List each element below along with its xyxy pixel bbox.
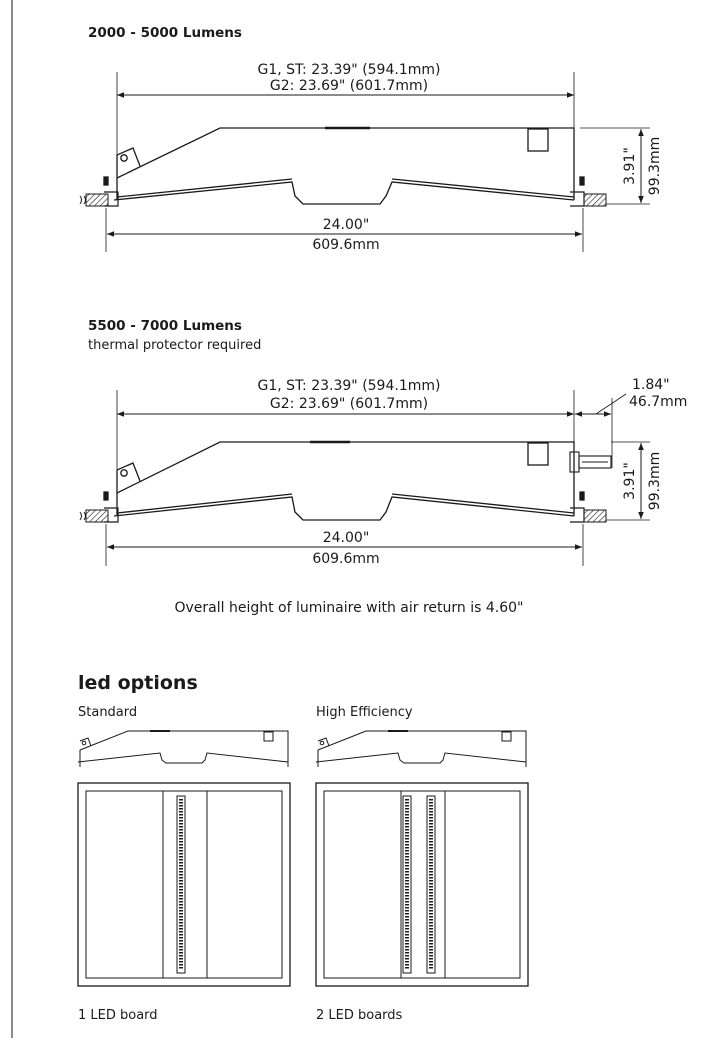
led-board-icon [426,795,436,974]
section2-protector-leader [595,393,627,415]
section2-protector-in: 1.84" [632,377,670,393]
section-5500-7000-lumens: 5500 - 7000 Lumens thermal protector req… [79,318,687,567]
air-return-note: Overall height of luminaire with air ret… [175,600,524,616]
section1-tee-grid-left [79,191,119,207]
high-efficiency-top-view [315,782,529,987]
thermal-protector-icon [569,451,612,473]
high-efficiency-profile-icon [315,730,527,767]
section2-tee-grid-left [79,507,119,523]
standard-profile-icon [77,730,289,767]
section1-dim-g2: G2: 23.69" (601.7mm) [270,78,428,94]
section2-dim-g1: G1, ST: 23.39" (594.1mm) [258,378,441,394]
high-efficiency-label: High Efficiency [316,705,413,720]
section2-height-mm: 99.3mm [647,452,663,510]
section1-title: 2000 - 5000 Lumens [88,25,242,41]
standard-label: Standard [78,705,137,720]
standard-caption: 1 LED board [78,1008,158,1023]
high-efficiency-caption: 2 LED boards [316,1008,403,1023]
section2-luminaire-profile [103,440,585,521]
led-board-icon [402,795,412,974]
section2-height-in: 3.91" [622,462,638,500]
section2-subtitle: thermal protector required [88,338,261,353]
standard-top-view [77,782,291,987]
section2-dim-g2: G2: 23.69" (601.7mm) [270,396,428,412]
section-2000-5000-lumens: 2000 - 5000 Lumens G1, ST: 23.39" (594.1… [79,25,663,253]
led-options-heading: led options [78,672,198,694]
section1-height-mm: 99.3mm [647,137,663,195]
led-options-section: led options Standard High Efficiency [77,672,529,1023]
section2-title: 5500 - 7000 Lumens [88,318,242,334]
led-board-icon [176,795,186,974]
section1-tee-grid-right [570,191,607,207]
section2-tee-grid-right [570,507,607,523]
section1-dim-g1: G1, ST: 23.39" (594.1mm) [258,62,441,78]
section1-width-mm: 609.6mm [312,237,379,253]
section2-width-in: 24.00" [323,530,370,546]
section2-protector-mm: 46.7mm [629,394,687,410]
section1-luminaire-profile [103,126,585,205]
section1-height-in: 3.91" [622,147,638,185]
section1-width-in: 24.00" [323,217,370,233]
section2-width-mm: 609.6mm [312,551,379,567]
